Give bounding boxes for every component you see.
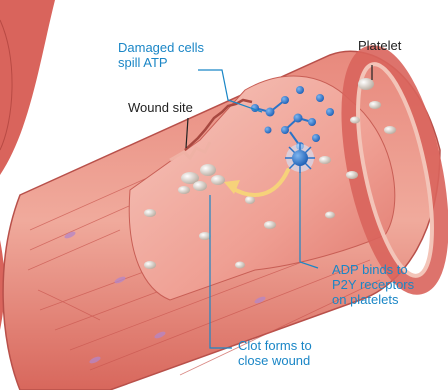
main-vessel bbox=[3, 47, 448, 390]
damaged-cells-label: Damaged cells spill ATP bbox=[118, 40, 204, 70]
platelet-label: Platelet bbox=[358, 38, 401, 53]
clot-label: Clot forms to close wound bbox=[238, 338, 312, 368]
receptor-burst-icon bbox=[285, 143, 315, 173]
wound-site-label: Wound site bbox=[128, 100, 193, 115]
adp-label: ADP binds to P2Y receptors on platelets bbox=[332, 262, 414, 307]
